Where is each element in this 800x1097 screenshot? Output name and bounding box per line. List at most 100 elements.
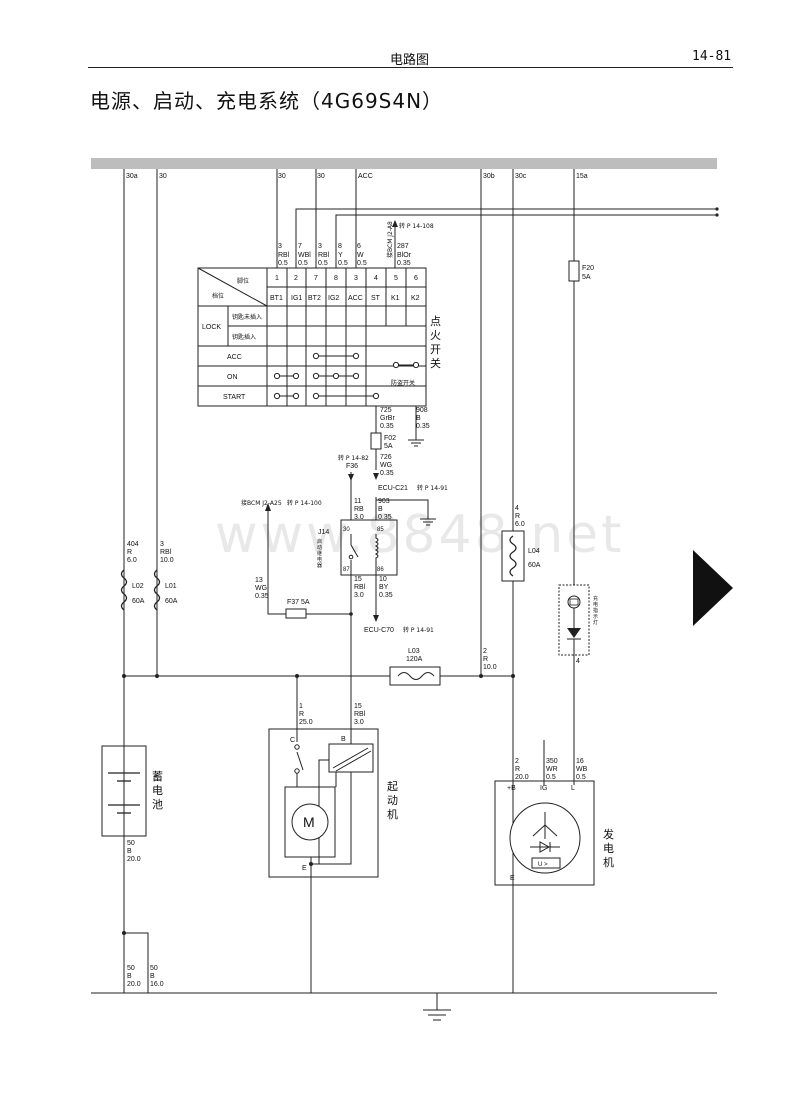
svg-text:120A: 120A [406, 656, 423, 663]
svg-text:L03: L03 [408, 648, 420, 655]
watermark: www.8848.net [215, 505, 625, 565]
svg-text:0.35: 0.35 [255, 593, 269, 600]
pos-acc: ACC [227, 354, 242, 361]
svg-text:+B: +B [507, 785, 516, 792]
battery-name: 蓄电池 [152, 770, 163, 811]
svg-text:726: 726 [380, 454, 392, 461]
switch-wire-labels: 3 RBl 0.5 7 WBl 0.5 3 RBl 0.5 8 Y 0.5 6 … [278, 243, 412, 267]
svg-text:L04: L04 [528, 548, 540, 555]
next-page-arrow[interactable] [693, 550, 733, 626]
svg-text:4: 4 [576, 658, 580, 665]
svg-text:5: 5 [394, 275, 398, 282]
starter-name: 起动机 [387, 780, 398, 821]
svg-text:4: 4 [515, 505, 519, 512]
svg-text:0.5: 0.5 [278, 260, 288, 267]
start-relay-j14: J14 30 85 87 86 [318, 519, 398, 576]
ecu-c70: ECU-C70 [364, 627, 394, 634]
bus-terminal-15a: 15a [576, 173, 588, 180]
svg-text:3.0: 3.0 [354, 514, 364, 521]
svg-text:6.0: 6.0 [127, 557, 137, 564]
fuse-f02 [370, 432, 382, 450]
header-position: 档位 [212, 292, 224, 300]
goto-c70: 转 P 14-91 [403, 626, 434, 634]
svg-text:20.0: 20.0 [127, 856, 141, 863]
svg-text:0.35: 0.35 [416, 423, 430, 430]
svg-text:10.0: 10.0 [483, 664, 497, 671]
svg-text:E: E [302, 865, 307, 872]
svg-text:16: 16 [576, 758, 584, 765]
svg-text:B: B [341, 736, 346, 743]
section-title: 电路图 [390, 53, 430, 68]
svg-text:11: 11 [354, 498, 361, 505]
svg-text:R: R [515, 766, 520, 773]
svg-text:RBl: RBl [160, 549, 172, 556]
svg-text:F20: F20 [582, 265, 594, 272]
bus-terminal-30-c: 30 [317, 173, 325, 180]
svg-text:3: 3 [354, 275, 358, 282]
svg-text:13: 13 [255, 577, 263, 584]
svg-text:0.5: 0.5 [338, 260, 348, 267]
goto-a25: 转 P 14-100 [287, 499, 322, 507]
svg-text:60A: 60A [528, 562, 541, 569]
svg-text:J14: J14 [318, 529, 329, 536]
svg-text:BT2: BT2 [308, 295, 321, 302]
svg-text:IG: IG [540, 785, 547, 792]
svg-text:2: 2 [515, 758, 519, 765]
svg-text:7: 7 [314, 275, 318, 282]
svg-text:B: B [127, 848, 132, 855]
svg-text:85: 85 [377, 527, 384, 533]
svg-text:R: R [299, 711, 304, 718]
wire-903-ground [375, 497, 429, 519]
ignition-switch-name: 点火开关 [430, 315, 441, 370]
wire-pin8-out [335, 214, 717, 268]
svg-text:B: B [378, 506, 383, 513]
pos-on: ON [227, 374, 238, 381]
svg-text:R: R [515, 513, 520, 520]
goto-p14-108: 转 P 14-108 [399, 222, 434, 230]
svg-text:B: B [150, 973, 155, 980]
svg-text:15: 15 [354, 703, 362, 710]
ground-903 [420, 518, 436, 526]
svg-text:10.0: 10.0 [160, 557, 174, 564]
svg-text:0.35: 0.35 [380, 423, 394, 430]
bus-terminal-30b: 30b [483, 173, 495, 180]
svg-text:K2: K2 [411, 295, 420, 302]
svg-text:RBl: RBl [354, 584, 366, 591]
svg-text:5A: 5A [384, 443, 393, 450]
ground-908 [408, 439, 424, 447]
svg-text:908: 908 [416, 407, 428, 414]
lock-key-out: 钥匙未插入 [232, 313, 262, 321]
svg-text:0.35: 0.35 [378, 514, 392, 521]
svg-text:2: 2 [294, 275, 298, 282]
page-number: 14-81 [692, 49, 732, 64]
svg-text:725: 725 [380, 407, 392, 414]
svg-text:B: B [416, 415, 421, 422]
svg-text:0.5: 0.5 [576, 774, 586, 781]
svg-text:3: 3 [278, 243, 282, 250]
svg-text:4: 4 [374, 275, 378, 282]
svg-text:6: 6 [357, 243, 361, 250]
svg-text:3.0: 3.0 [354, 719, 364, 726]
svg-text:87: 87 [343, 567, 350, 573]
svg-text:0.5: 0.5 [298, 260, 308, 267]
ignition-switch: 脚位 档位 1 2 7 8 3 4 5 6 BT1 IG1 BT2 IG2 AC… [197, 267, 427, 407]
svg-text:E: E [510, 875, 515, 882]
goto-p14-82: 转 P 14-82 [338, 454, 369, 462]
svg-text:WR: WR [546, 766, 558, 773]
wire-50-16 [124, 932, 149, 993]
fuse-f20 [568, 260, 580, 282]
relay-name: 启动继电器 [317, 538, 322, 569]
svg-text:IG1: IG1 [291, 295, 302, 302]
svg-text:15: 15 [354, 576, 362, 583]
svg-text:C: C [290, 737, 295, 744]
svg-text:IG2: IG2 [328, 295, 339, 302]
svg-text:0.35: 0.35 [379, 592, 393, 599]
svg-text:5A: 5A [582, 274, 591, 281]
bcm-j2-a25: 接BCM J2-A25 [241, 499, 282, 507]
svg-text:M: M [303, 814, 315, 830]
svg-text:RBl: RBl [278, 252, 290, 259]
svg-text:0.5: 0.5 [318, 260, 328, 267]
svg-text:3: 3 [318, 243, 322, 250]
